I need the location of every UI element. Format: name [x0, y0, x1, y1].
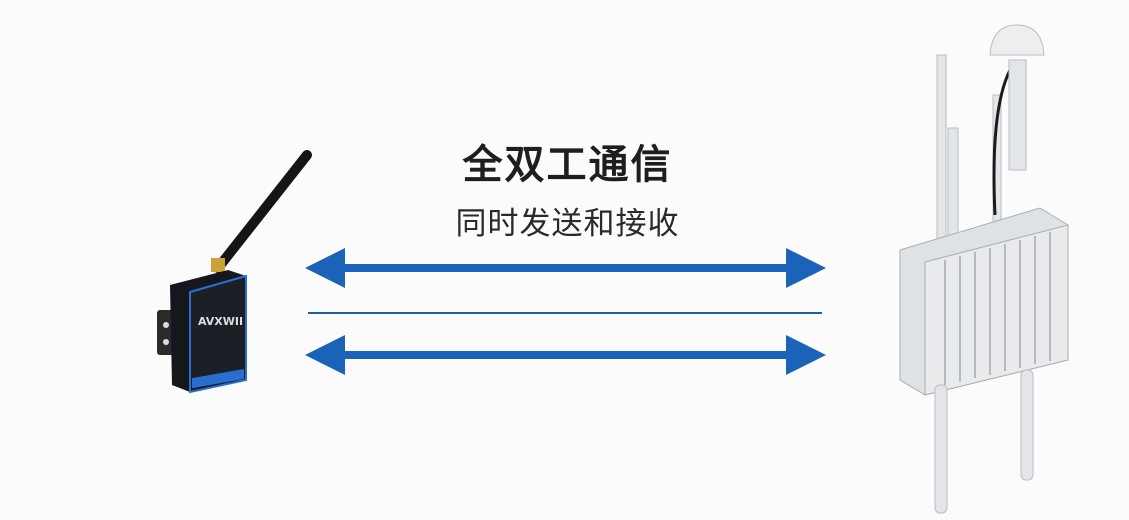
bottom-bidirectional-arrow: [305, 335, 826, 375]
wireless-gateway-device: AVXWII: [157, 150, 312, 394]
gateway-antenna: [213, 150, 312, 273]
top-bidirectional-arrow: [305, 248, 826, 288]
diagram-subtitle: 同时发送和接收: [455, 206, 680, 242]
diagram-title: 全双工通信: [462, 142, 673, 188]
gateway-logo: AVXWII: [198, 315, 243, 328]
base-station-device: [899, 24, 1069, 514]
